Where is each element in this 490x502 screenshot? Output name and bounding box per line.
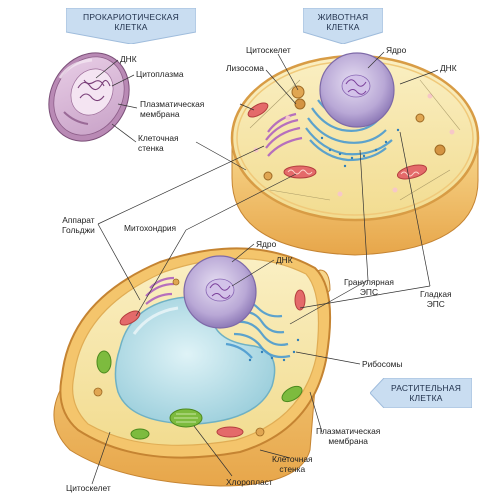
animal-cell — [230, 52, 480, 256]
plant-mitochondria — [119, 289, 306, 438]
plant-golgi — [145, 276, 175, 305]
label-plant-nucleus: Ядро — [256, 239, 277, 249]
label-plant-plasma-membrane: Плазматическая мембрана — [316, 426, 381, 446]
label-prok-dna: ДНК — [120, 54, 137, 64]
banner-arrow-shape — [303, 8, 383, 44]
label-plant-cytoskeleton: Цитоскелет — [66, 483, 111, 493]
leader-lines — [91, 51, 439, 485]
banner-arrow-shape — [66, 8, 196, 44]
animal-ribosomes — [320, 128, 400, 168]
animal-mitochondria — [247, 102, 428, 180]
banner-arrow-shape — [370, 378, 472, 408]
plant-cell — [53, 247, 332, 487]
plant-vesicles — [93, 278, 265, 437]
prokaryotic-cell — [48, 52, 130, 142]
banner-plant: РАСТИТЕЛЬНАЯ КЛЕТКА — [370, 378, 472, 408]
label-mitochondria: Митохондрия — [124, 223, 177, 233]
label-animal-cytoskeleton: Цитоскелет — [246, 45, 291, 55]
banner-animal: ЖИВОТНАЯ КЛЕТКА — [303, 8, 383, 44]
banner-animal-text: ЖИВОТНАЯ КЛЕТКА — [317, 12, 369, 32]
banner-prokaryotic-text: ПРОКАРИОТИЧЕСКАЯ КЛЕТКА — [83, 12, 179, 32]
label-animal-nucleus: Ядро — [386, 45, 407, 55]
label-golgi: Аппарат Гольджи — [62, 215, 95, 235]
animal-cytoskeleton — [249, 79, 461, 201]
plant-ribosomes — [248, 338, 300, 362]
label-prok-plasma-membrane: Плазматическая мембрана — [140, 99, 205, 119]
label-prok-cytoplasm: Цитоплазма — [136, 69, 184, 79]
label-prok-cell-wall: Клеточная стенка — [138, 133, 179, 153]
label-ribosomes: Рибосомы — [362, 359, 403, 369]
label-rough-er: Гранулярная ЭПС — [344, 277, 394, 297]
animal-golgi — [265, 112, 303, 157]
label-plant-cell-wall: Клеточная стенка — [272, 454, 313, 474]
label-animal-dna: ДНК — [440, 63, 457, 73]
label-plant-chloroplast: Хлоропласт — [226, 477, 273, 487]
banner-plant-text: РАСТИТЕЛЬНАЯ КЛЕТКА — [390, 383, 462, 403]
plant-chloroplasts — [96, 350, 303, 440]
banner-prokaryotic: ПРОКАРИОТИЧЕСКАЯ КЛЕТКА — [66, 8, 196, 44]
label-smooth-er: Гладкая ЭПС — [420, 289, 452, 309]
animal-lysosomes — [263, 85, 446, 181]
label-animal-lysosome: Лизосома — [226, 63, 264, 73]
label-plant-dna: ДНК — [276, 255, 293, 265]
